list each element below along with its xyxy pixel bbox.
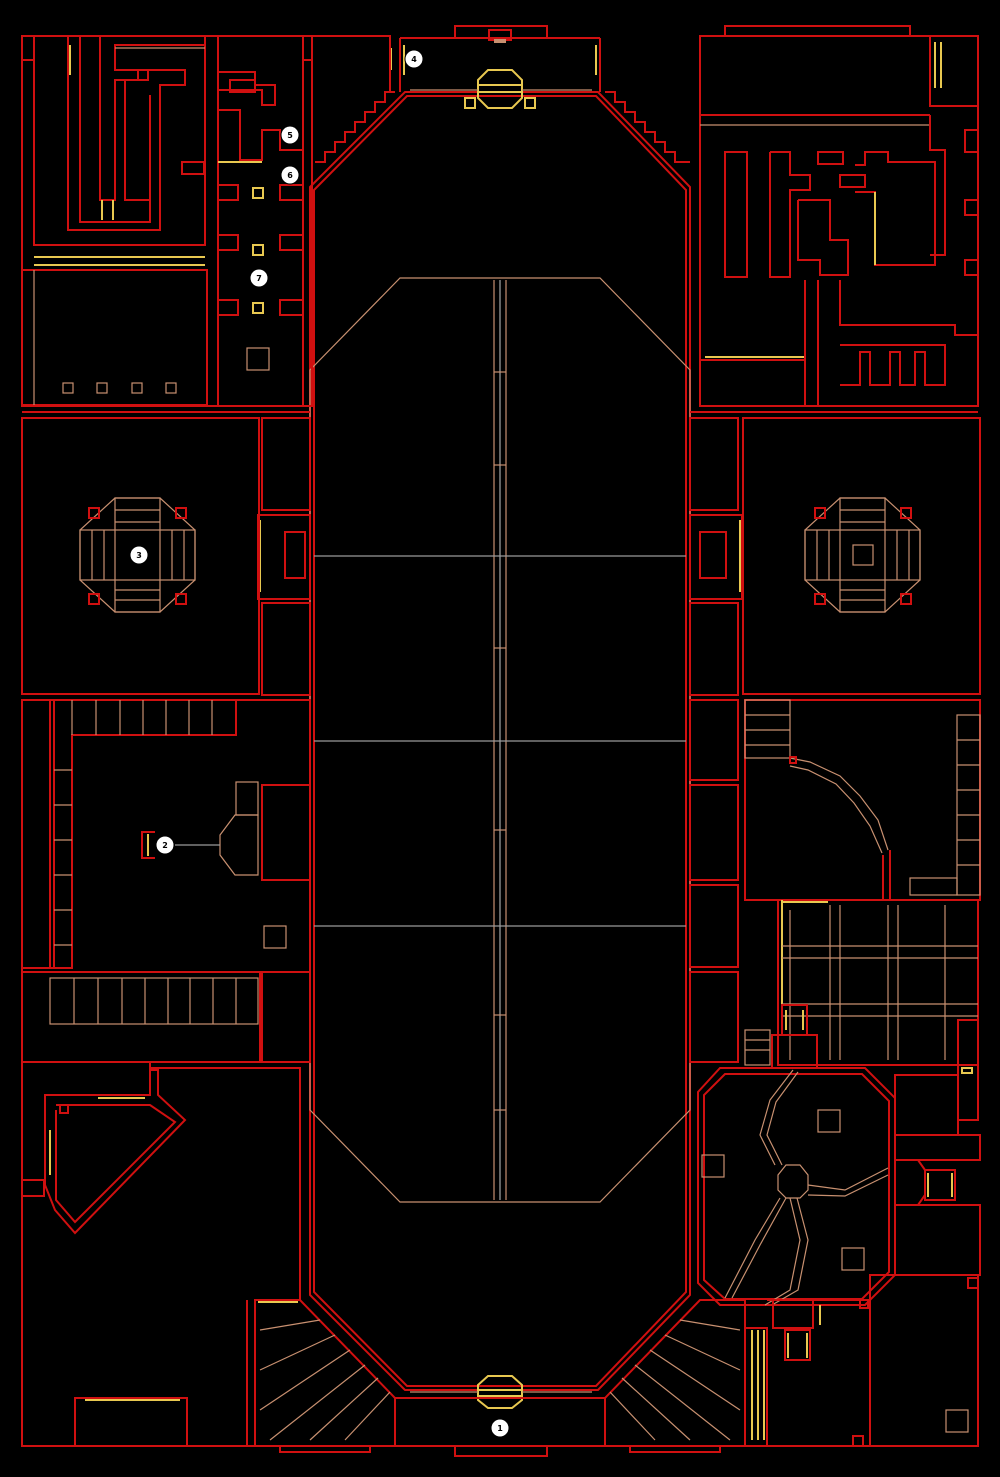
south-west-chamber xyxy=(21,699,311,973)
central-hall xyxy=(309,91,691,1391)
marker-3[interactable]: 3 xyxy=(129,545,149,565)
south-gate xyxy=(394,1375,606,1457)
north-west-stairs xyxy=(315,91,395,163)
marker-5[interactable]: 5 xyxy=(280,125,300,145)
north-west-complex xyxy=(21,35,392,407)
south-east-cave xyxy=(697,1034,981,1447)
marker-3-label: 3 xyxy=(136,551,142,560)
lower-west-steps xyxy=(21,971,261,1063)
south-door xyxy=(477,1375,523,1409)
south-east-stairs xyxy=(604,1299,746,1453)
marker-7-label: 7 xyxy=(256,274,262,283)
marker-6-label: 6 xyxy=(287,171,293,180)
east-ramp xyxy=(789,757,889,851)
marker-7[interactable]: 7 xyxy=(249,268,269,288)
east-chamber xyxy=(742,417,981,695)
marker-4[interactable]: 4 xyxy=(404,49,424,69)
marker-1[interactable]: 1 xyxy=(490,1418,510,1438)
north-door xyxy=(477,69,523,109)
north-gate xyxy=(399,25,601,109)
marker-2[interactable]: 2 xyxy=(155,835,175,855)
left-corridor xyxy=(257,417,311,1063)
marker-6[interactable]: 6 xyxy=(280,165,300,185)
north-east-stairs xyxy=(605,91,690,163)
marker-1-label: 1 xyxy=(497,1424,503,1433)
cave-pillar xyxy=(777,1164,809,1199)
south-west-yard xyxy=(21,1061,301,1447)
north-east-complex xyxy=(699,25,979,407)
south-west-stairs xyxy=(254,1299,396,1453)
right-corridor xyxy=(689,417,743,1063)
marker-5-label: 5 xyxy=(287,131,293,140)
east-lower-area xyxy=(744,699,981,901)
west-chamber xyxy=(21,417,260,695)
marker-4-label: 4 xyxy=(411,55,417,64)
marker-2-label: 2 xyxy=(162,841,168,850)
